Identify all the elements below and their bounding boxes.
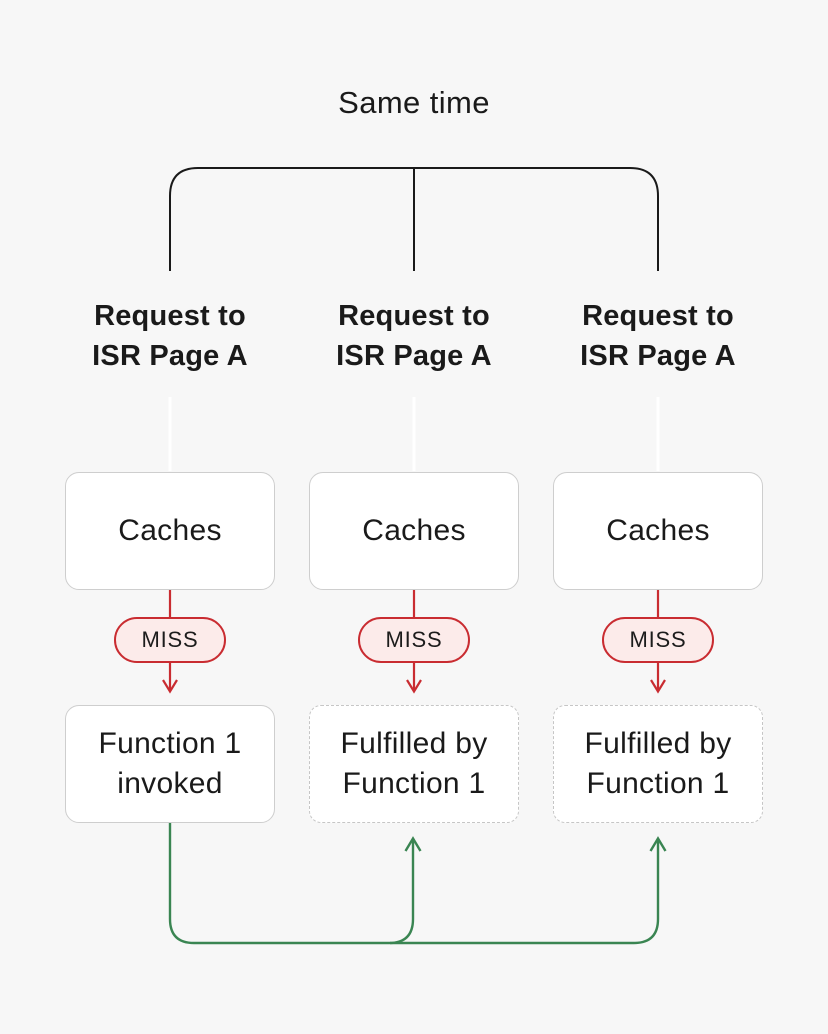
result-box-line1: Fulfilled by — [584, 727, 732, 760]
request-label-line1: Request to — [94, 300, 246, 332]
request-label-line2: ISR Page A — [336, 340, 492, 372]
miss-badge: MISS — [114, 617, 226, 663]
green-arrowhead — [649, 836, 667, 852]
cache-box: Caches — [553, 472, 763, 590]
request-label-line2: ISR Page A — [580, 340, 736, 372]
miss-badge: MISS — [358, 617, 470, 663]
miss-badge-label: MISS — [629, 627, 687, 652]
green-connector — [168, 823, 667, 945]
result-box-line1: Function 1 — [98, 727, 242, 760]
cache-box: Caches — [65, 472, 275, 590]
request-label-line2: ISR Page A — [92, 340, 248, 372]
request-label-line1: Request to — [338, 300, 490, 332]
miss-badge-label: MISS — [141, 627, 199, 652]
request-label-line1: Request to — [582, 300, 734, 332]
result-box-line2: invoked — [117, 767, 223, 800]
diagram-title: Same time — [338, 85, 490, 120]
function-invoked-box: Function 1 invoked — [65, 705, 275, 823]
request-label: Request to ISR Page A — [538, 296, 778, 376]
cache-box-label: Caches — [118, 514, 222, 547]
green-arrowhead — [404, 836, 422, 852]
cache-box-label: Caches — [362, 514, 466, 547]
result-box-line2: Function 1 — [586, 767, 730, 800]
result-box-line1: Fulfilled by — [340, 727, 488, 760]
cache-box: Caches — [309, 472, 519, 590]
request-label: Request to ISR Page A — [294, 296, 534, 376]
result-box-line2: Function 1 — [342, 767, 486, 800]
miss-badge: MISS — [602, 617, 714, 663]
request-label: Request to ISR Page A — [50, 296, 290, 376]
cache-box-label: Caches — [606, 514, 710, 547]
miss-badge-label: MISS — [385, 627, 443, 652]
fulfilled-by-box: Fulfilled by Function 1 — [309, 705, 519, 823]
fulfilled-by-box: Fulfilled by Function 1 — [553, 705, 763, 823]
